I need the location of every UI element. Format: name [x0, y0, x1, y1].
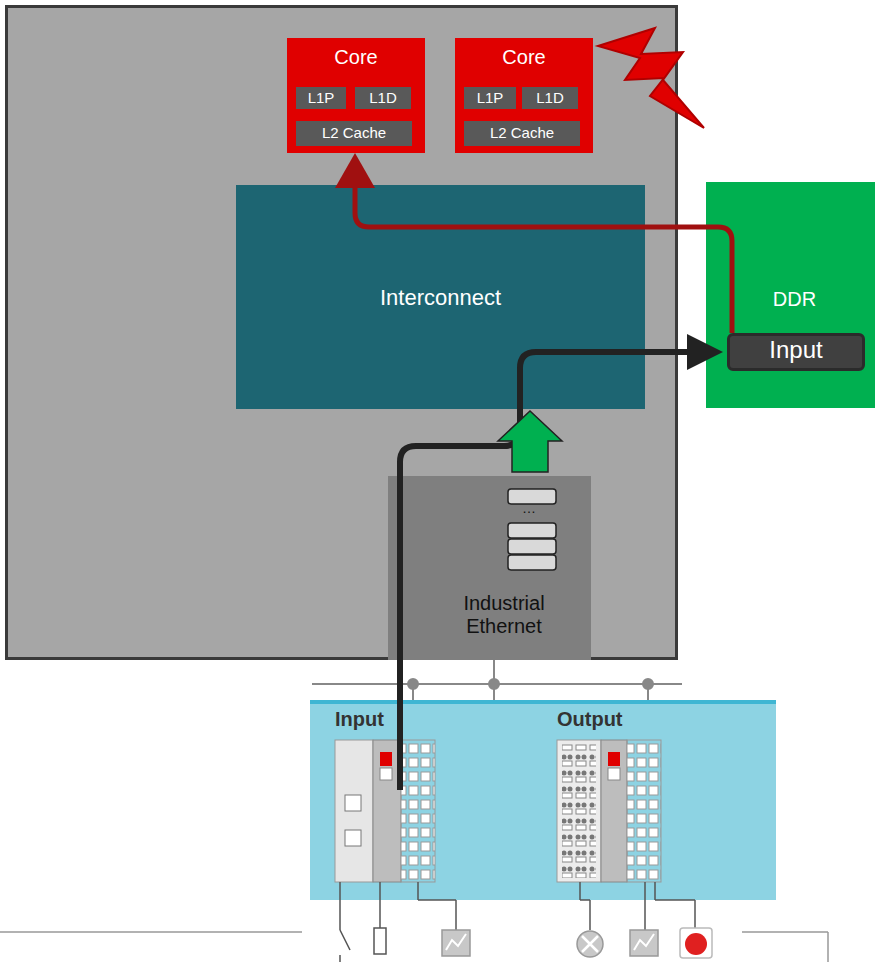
node-label: L2 Cache [296, 124, 412, 141]
core-box: CoreL1P L1D L2 Cache [455, 38, 593, 153]
node-label: Interconnect [236, 285, 645, 310]
node-label: L1P [464, 89, 516, 106]
data-path [400, 352, 711, 790]
interconnect-box: Interconnect [236, 185, 645, 409]
data-path [355, 163, 732, 333]
node-label: Core [287, 46, 425, 69]
node-label: Input [335, 708, 384, 731]
node-label: Output [557, 708, 623, 731]
core-box: CoreL1P L1D L2 Cache [287, 38, 425, 153]
node-label: L1D [355, 89, 411, 106]
node-label: Industrial Ethernet [424, 592, 584, 638]
node-label: DDR [706, 288, 875, 311]
buffer-box: Input [727, 333, 865, 371]
ethernet-block: Industrial Ethernet [388, 476, 591, 660]
cache-box: L1D [355, 87, 411, 109]
ellipsis-label: … [522, 500, 536, 516]
cache-box: L2 Cache [296, 121, 412, 146]
cache-box: L1P [464, 87, 516, 109]
fieldbus [312, 660, 682, 702]
lightning-bolt [598, 28, 704, 128]
node-label: Input [730, 336, 862, 364]
cache-box: L1D [522, 87, 578, 109]
io-panel: Input Output [310, 700, 776, 900]
memory-box: DDR Input [706, 182, 875, 408]
node-label: L2 Cache [464, 124, 580, 141]
node-label: L1P [296, 89, 346, 106]
node-label: Core [455, 46, 593, 69]
cache-box: L2 Cache [464, 121, 580, 146]
cache-box: L1P [296, 87, 346, 109]
node-label: L1D [522, 89, 578, 106]
block-arrow [498, 411, 562, 472]
